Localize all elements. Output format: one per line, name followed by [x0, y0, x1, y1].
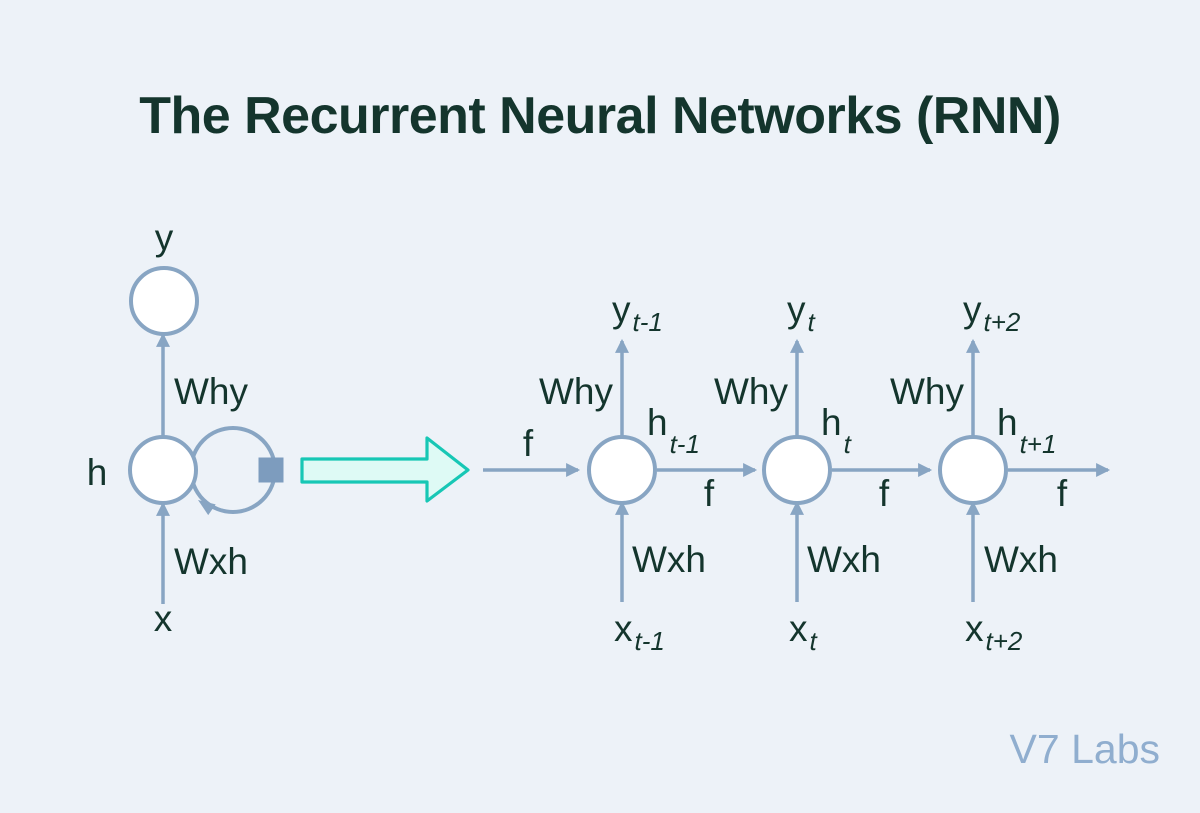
input-label-base: x [614, 608, 633, 649]
delay-square-node [258, 457, 284, 483]
hidden-label-base: h [647, 402, 668, 443]
why-label: Why [890, 371, 965, 412]
output-label: yt [787, 289, 817, 337]
input-label-base: x [965, 608, 984, 649]
output-node [129, 266, 199, 336]
hidden-node [762, 435, 832, 505]
page-title: The Recurrent Neural Networks (RNN) [139, 87, 1061, 145]
wxh-label: Wxh [174, 541, 248, 582]
why-label: Why [714, 371, 789, 412]
output-label: y [155, 217, 174, 258]
input-label: xt+2 [965, 608, 1023, 656]
wxh-label: Wxh [984, 539, 1058, 580]
output-label-sub: t-1 [633, 307, 663, 337]
wxh-label: Wxh [807, 539, 881, 580]
why-label: Why [174, 371, 249, 412]
input-label-sub: t [810, 626, 819, 656]
hidden-label: ht [821, 402, 853, 459]
f-in-label: f [523, 423, 534, 464]
hidden-label: ht-1 [647, 402, 700, 459]
rnn-cell-t-plus: yt+2 Why ht+1 f Wxh xt+2 [890, 289, 1068, 656]
output-label-base: y [963, 289, 982, 330]
hidden-label: ht+1 [997, 402, 1056, 459]
output-label: yt+2 [963, 289, 1021, 337]
output-label-sub: t [808, 307, 817, 337]
input-label-sub: t-1 [635, 626, 665, 656]
hidden-label: h [87, 452, 108, 493]
recurrent-loop-arrowhead-icon [198, 500, 216, 516]
unfolded-rnn: f yt-1 Why ht-1 f Wxh xt-1 yt Why ht f W… [483, 289, 1111, 656]
hidden-label-base: h [821, 402, 842, 443]
rnn-cell-t: yt Why ht f Wxh xt [714, 289, 890, 656]
why-label: Why [539, 371, 614, 412]
brand-watermark: V7 Labs [1009, 726, 1160, 772]
folded-rnn: y Why h Wxh x [87, 217, 284, 639]
rnn-cell-t-1: yt-1 Why ht-1 f Wxh xt-1 [539, 289, 715, 656]
input-label: xt-1 [614, 608, 665, 656]
input-label: x [154, 598, 173, 639]
hidden-node [938, 435, 1008, 505]
output-label-base: y [787, 289, 806, 330]
wxh-label: Wxh [632, 539, 706, 580]
input-label: xt [789, 608, 819, 656]
input-label-sub: t+2 [986, 626, 1023, 656]
output-label-sub: t+2 [984, 307, 1021, 337]
unfold-arrow-icon [300, 436, 470, 503]
hidden-label-sub: t+1 [1020, 429, 1057, 459]
hidden-node [587, 435, 657, 505]
input-label-base: x [789, 608, 808, 649]
output-label: yt-1 [612, 289, 663, 337]
output-label-base: y [612, 289, 631, 330]
f-out-label: f [1057, 473, 1068, 514]
f-out-label: f [704, 473, 715, 514]
hidden-label-base: h [997, 402, 1018, 443]
hidden-label-sub: t [844, 429, 853, 459]
hidden-label-sub: t-1 [670, 429, 700, 459]
hidden-node [128, 435, 198, 505]
f-out-label: f [879, 473, 890, 514]
